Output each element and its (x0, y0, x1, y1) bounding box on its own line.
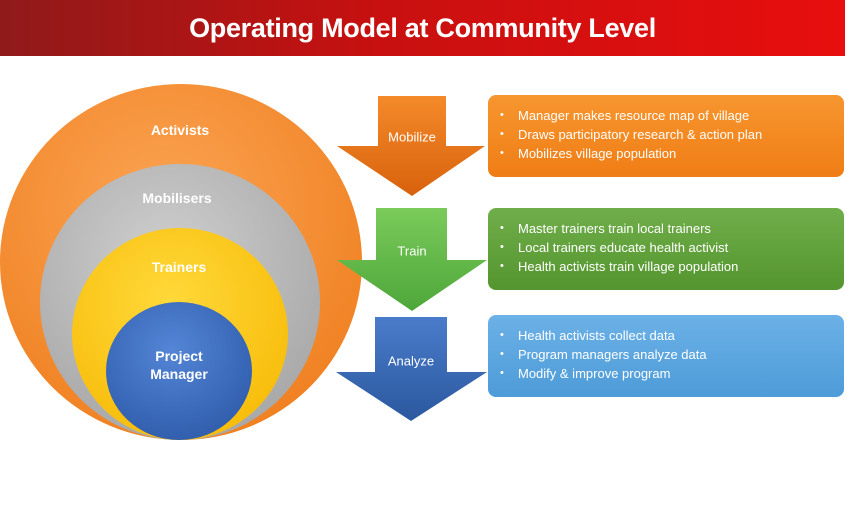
analyze-steps-box: Health activists collect data Program ma… (488, 315, 844, 397)
analyze-steps-list: Health activists collect data Program ma… (500, 326, 836, 383)
train-steps-list: Master trainers train local trainers Loc… (500, 219, 836, 276)
train-steps-box: Master trainers train local trainers Loc… (488, 208, 844, 290)
diagram-title: Operating Model at Community Level (189, 12, 656, 43)
circle-project-manager (106, 302, 252, 440)
mobilize-steps-list: Manager makes resource map of village Dr… (500, 106, 836, 163)
label-analyze: Analyze (387, 353, 435, 369)
list-item: Mobilizes village population (500, 144, 836, 163)
title-bar: Operating Model at Community Level (0, 0, 845, 56)
label-activists: Activists (150, 122, 210, 138)
label-project-manager: Project Manager (150, 348, 208, 382)
arrow-analyze (336, 317, 487, 421)
label-mobilisers: Mobilisers (142, 190, 212, 206)
list-item: Program managers analyze data (500, 345, 836, 364)
list-item: Local trainers educate health activist (500, 238, 836, 257)
list-item: Manager makes resource map of village (500, 106, 836, 125)
label-train: Train (397, 243, 427, 259)
list-item: Draws participatory research & action pl… (500, 125, 836, 144)
list-item: Master trainers train local trainers (500, 219, 836, 238)
list-item: Modify & improve program (500, 364, 836, 383)
label-mobilize: Mobilize (388, 129, 436, 145)
arrow-train (337, 208, 487, 311)
arrow-mobilize (337, 96, 485, 196)
mobilize-steps-box: Manager makes resource map of village Dr… (488, 95, 844, 177)
list-item: Health activists collect data (500, 326, 836, 345)
list-item: Health activists train village populatio… (500, 257, 836, 276)
label-trainers: Trainers (151, 259, 207, 275)
